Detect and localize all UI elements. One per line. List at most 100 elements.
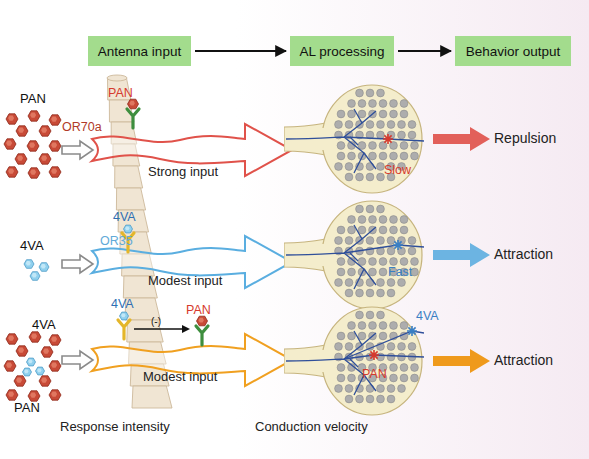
glomerulus	[345, 395, 353, 403]
neuron-activation-star	[407, 326, 417, 336]
glomerulus	[387, 121, 395, 129]
neuron-branch	[286, 331, 376, 395]
glomerulus	[356, 173, 364, 181]
neuron-activation-star	[383, 134, 393, 144]
glomerulus	[345, 173, 353, 181]
glomerulus	[398, 131, 406, 139]
projection-neuron	[344, 355, 424, 359]
glomerulus	[398, 343, 406, 351]
glomerulus	[400, 100, 408, 108]
glomerulus	[358, 332, 366, 340]
odor-molecule	[27, 358, 36, 366]
glomerulus	[400, 226, 408, 234]
glomerulus	[366, 121, 374, 129]
glomerulus	[335, 279, 343, 287]
molecule-highlight	[41, 264, 46, 268]
glomerulus	[366, 237, 374, 245]
odor-molecule	[39, 376, 51, 386]
molecule-highlight	[51, 392, 57, 397]
glomerulus	[345, 121, 353, 129]
input-strength-label: Modest input	[148, 274, 222, 289]
glomerulus	[398, 385, 406, 393]
odor-molecule	[15, 154, 27, 164]
odor-molecule	[6, 114, 18, 124]
glomerulus	[337, 142, 345, 150]
glomerulus	[369, 142, 377, 150]
glomerulus	[369, 100, 377, 108]
glomerulus	[400, 258, 408, 266]
glomerulus	[400, 364, 408, 372]
stage-header-box: Behavior output	[455, 36, 571, 66]
antenna-segment	[115, 166, 143, 188]
glomerulus	[377, 395, 385, 403]
molecule-highlight	[41, 378, 47, 383]
molecule-highlight	[18, 348, 24, 353]
lobe-body	[322, 307, 422, 415]
glomerulus	[411, 364, 419, 372]
molecule-highlight	[18, 128, 24, 133]
glomerulus	[390, 364, 398, 372]
glomerulus	[358, 100, 366, 108]
stage-header-box: Antenna input	[88, 36, 191, 66]
molecule-highlight	[26, 261, 31, 265]
molecule-highlight	[6, 363, 12, 368]
antennal-lobe-outline	[284, 199, 424, 311]
molecule-highlight	[51, 143, 57, 148]
glomerulus	[377, 131, 385, 139]
molecule-highlight	[24, 369, 29, 373]
molecule-highlight	[28, 359, 32, 363]
ligand-label: PAN	[108, 86, 133, 100]
glomerulus	[411, 152, 419, 160]
neuron-branch	[286, 109, 376, 173]
glomerulus	[369, 268, 377, 276]
glomerulus	[335, 163, 343, 171]
glomerulus	[348, 110, 356, 118]
odor-molecule	[120, 312, 129, 320]
neuron-activation-star	[369, 350, 379, 360]
odor-molecule	[6, 167, 18, 177]
lobe-joint	[320, 128, 330, 150]
behavior-arrow	[433, 349, 490, 373]
odor-molecule	[39, 126, 51, 136]
molecule-highlight	[198, 318, 204, 323]
molecule-highlight	[30, 170, 36, 175]
glomerulus	[387, 279, 395, 287]
odor-molecule	[197, 316, 208, 326]
lobe-label: PAN	[362, 367, 387, 381]
odor-molecule	[24, 260, 34, 269]
molecule-highlight	[51, 169, 57, 174]
glomerulus	[337, 268, 345, 276]
glomerulus	[377, 385, 385, 393]
glomerulus	[358, 322, 366, 330]
glomerulus	[377, 237, 385, 245]
odor-molecule	[49, 361, 61, 371]
odor-molecule	[23, 368, 32, 376]
glomerulus	[379, 110, 387, 118]
glomerulus	[377, 205, 385, 213]
glomerulus	[335, 121, 343, 129]
behavior-label: Repulsion	[494, 130, 556, 146]
glomerulus	[408, 121, 416, 129]
label-odor-name: 4VA	[32, 318, 56, 333]
lobe-joint	[320, 350, 330, 372]
glomerulus	[377, 89, 385, 97]
glomerulus	[335, 385, 343, 393]
molecule-highlight	[31, 334, 37, 339]
flow-arrow	[195, 50, 286, 52]
odorant-receptor	[127, 109, 139, 128]
projection-neuron	[344, 245, 424, 253]
glomerulus	[390, 216, 398, 224]
glomerulus	[366, 289, 374, 297]
glomerulus	[337, 364, 345, 372]
glomerulus	[358, 216, 366, 224]
glomerulus	[348, 268, 356, 276]
odor-molecule	[39, 263, 49, 272]
glomerulus	[400, 374, 408, 382]
ligand-label: 4VA	[111, 297, 134, 311]
molecule-highlight	[8, 336, 14, 341]
odor-delivery-arrow	[62, 255, 93, 273]
molecule-highlight	[37, 368, 42, 372]
glomerulus	[348, 322, 356, 330]
glomerulus	[348, 332, 356, 340]
glomerulus	[366, 395, 374, 403]
